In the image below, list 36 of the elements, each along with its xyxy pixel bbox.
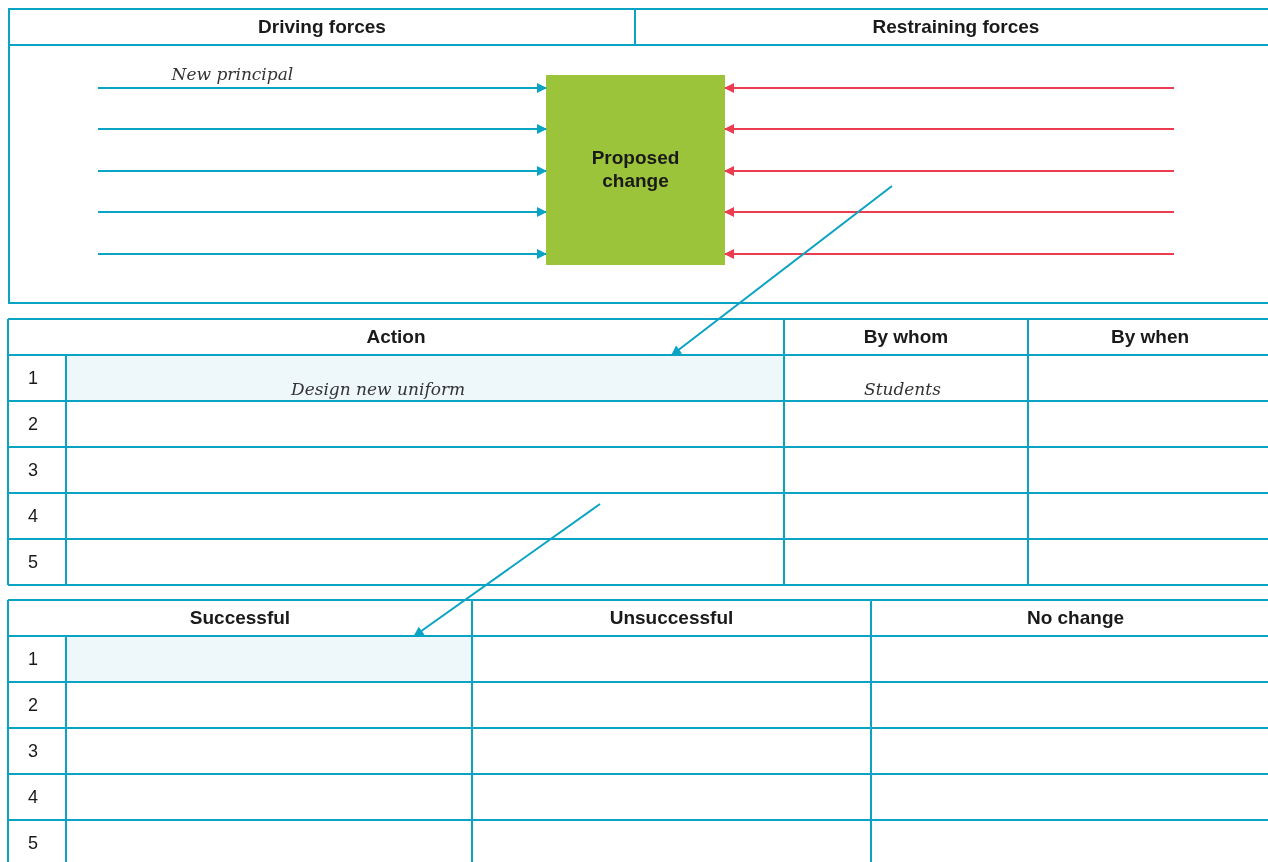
arrow <box>97 207 547 217</box>
row-number: 3 <box>28 459 38 481</box>
row-number: 4 <box>28 786 38 808</box>
row-number: 2 <box>28 413 38 435</box>
arrow <box>97 249 547 259</box>
row-number: 4 <box>28 505 38 527</box>
arrow <box>97 124 547 134</box>
change-box: Proposed change <box>546 75 725 265</box>
handwritten-entry: Students <box>864 379 941 399</box>
arrow <box>97 83 547 93</box>
column-header: By whom <box>863 326 949 348</box>
arrow <box>413 503 601 637</box>
row-number: 1 <box>28 648 38 670</box>
column-header: Action <box>366 326 426 348</box>
column-header: No change <box>1026 607 1125 629</box>
column-header: Successful <box>189 607 291 629</box>
handwritten-entry: Design new uniform <box>291 379 466 399</box>
arrow <box>97 166 547 176</box>
edge-label: New principal <box>171 64 294 84</box>
column-header: By when <box>1110 326 1190 348</box>
row-number: 5 <box>28 551 38 573</box>
row-number: 5 <box>28 832 38 854</box>
arrow <box>724 207 1175 217</box>
table-cell <box>66 355 784 401</box>
column-header: Driving forces <box>257 15 387 39</box>
arrow <box>724 166 1175 176</box>
table-cell <box>66 636 472 682</box>
arrow <box>670 185 893 356</box>
arrow <box>724 83 1175 93</box>
arrow <box>724 249 1175 259</box>
row-number: 2 <box>28 694 38 716</box>
column-header: Unsuccessful <box>609 607 734 629</box>
row-number: 3 <box>28 740 38 762</box>
arrow <box>724 124 1175 134</box>
column-header: Restraining forces <box>634 10 1268 44</box>
row-number: 1 <box>28 367 38 389</box>
